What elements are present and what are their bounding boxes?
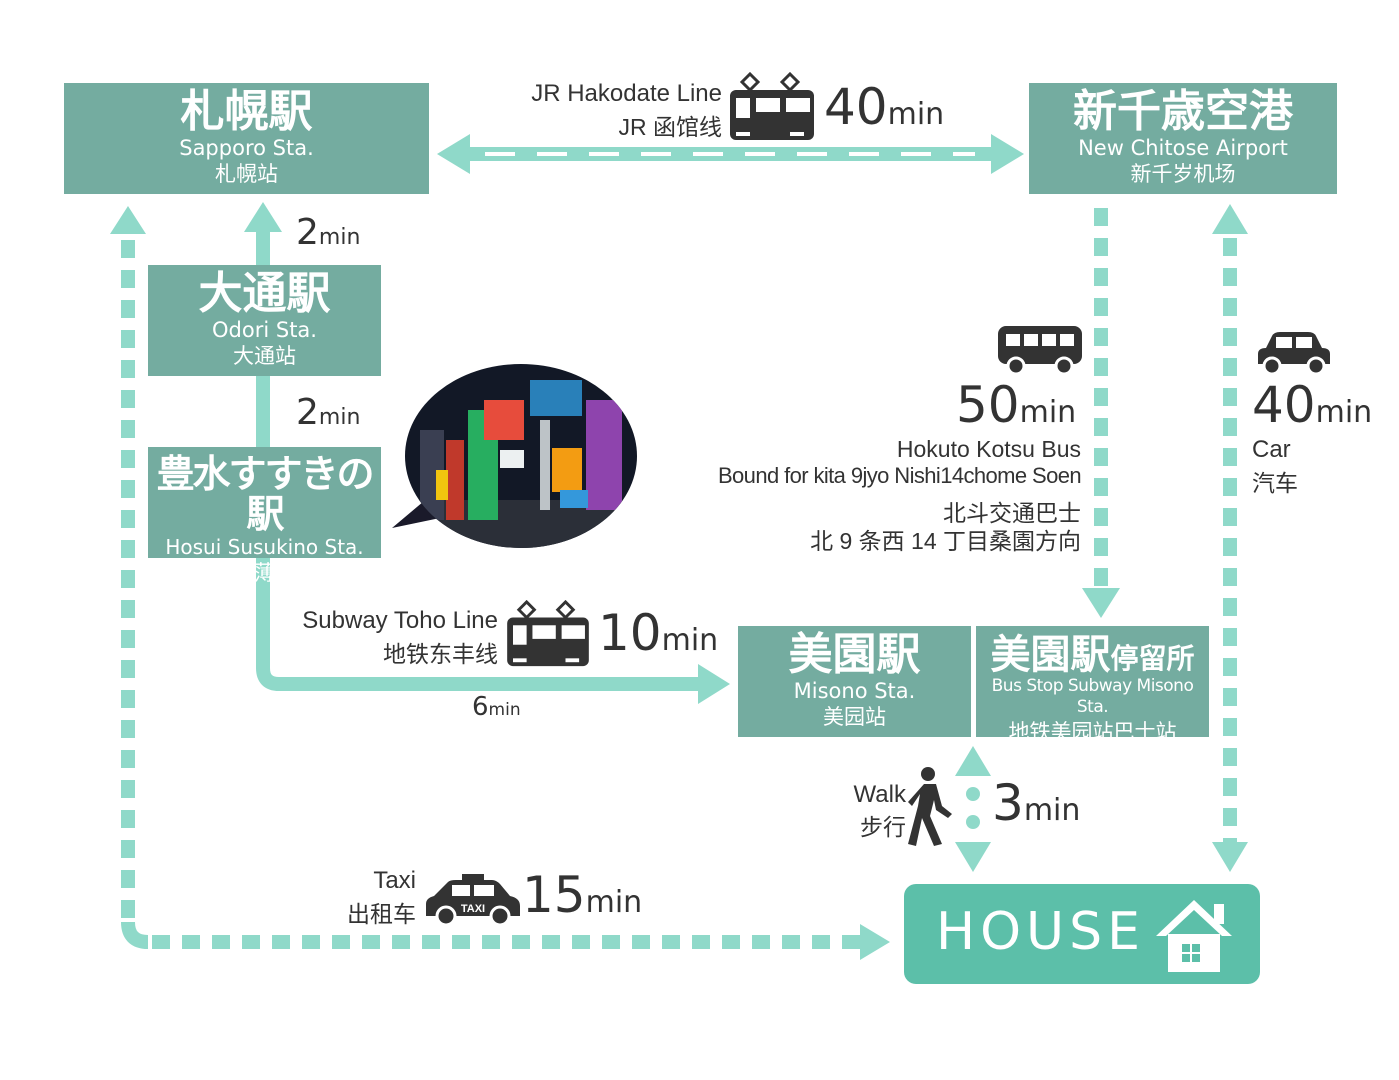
odori-hosui-time-value: 2	[296, 392, 319, 433]
station-name-zh: 地铁美园站巴士站	[1008, 719, 1177, 744]
bus-time-unit: min	[1019, 395, 1077, 430]
walk-label-en: Walk	[853, 781, 906, 808]
house-label: HOUSE	[936, 902, 1145, 962]
house-icon	[1156, 900, 1232, 972]
taxi-label-en: Taxi	[373, 867, 416, 894]
station-misono: 美園駅 Misono Sta. 美园站	[738, 626, 971, 737]
walk-time-value: 3	[992, 774, 1024, 832]
station-name-en: Bus Stop Subway Misono Sta.	[991, 676, 1194, 718]
station-name-zh: 丰水薄野站	[212, 560, 317, 585]
station-name-ja: 豊水すすきの駅	[156, 452, 374, 536]
station-name-ja: 大通駅	[198, 268, 331, 319]
walk-label-zh: 步行	[860, 814, 906, 840]
station-name-zh: 大通站	[233, 344, 296, 369]
jr-line-name-en: JR Hakodate Line	[531, 80, 722, 107]
bus-icon	[998, 326, 1082, 376]
sapporo-odori-time: 2min	[296, 212, 360, 253]
bus-name-en: Hokuto Kotsu Bus	[896, 436, 1081, 462]
taxi-time: 15min	[522, 866, 642, 924]
car-time-unit: min	[1315, 395, 1373, 430]
bus-time: 50min	[956, 376, 1076, 434]
station-name-zh: 新千岁机场	[1130, 162, 1236, 187]
jr-time-value: 40	[824, 78, 888, 136]
station-odori: 大通駅 Odori Sta. 大通站	[148, 265, 381, 376]
car-label-en: Car	[1252, 436, 1291, 463]
subway-time: 10min	[598, 604, 718, 662]
station-name-en: Misono Sta.	[793, 679, 916, 704]
odori-to-sapporo-arrow	[244, 202, 282, 266]
station-name-ja-main: 美園駅	[990, 632, 1111, 678]
train-icon	[507, 600, 589, 667]
station-hosui-susukino: 豊水すすきの駅 Hosui Susukino Sta. 丰水薄野站	[148, 447, 381, 585]
subway-line-name-en: Subway Toho Line	[302, 607, 498, 634]
bus-destination-zh: 北 9 条西 14 丁目桑園方向	[810, 528, 1081, 554]
taxi-label-zh: 出租车	[347, 901, 416, 927]
jr-line-arrow	[437, 134, 1024, 174]
station-name-ja: 札幌駅	[180, 86, 313, 137]
walk-route-arrow	[955, 746, 991, 872]
station-name-ja: 新千歳空港	[1073, 86, 1293, 137]
taxi-sign-text: TAXI	[461, 903, 485, 915]
jr-time: 40min	[824, 78, 944, 136]
station-new-chitose: 新千歳空港 New Chitose Airport 新千岁机场	[1029, 83, 1337, 194]
station-name-ja: 美園駅	[788, 629, 921, 680]
station-sapporo: 札幌駅 Sapporo Sta. 札幌站	[64, 83, 429, 194]
subway-line-name-zh: 地铁东丰线	[383, 641, 498, 667]
walk-time-unit: min	[1023, 793, 1081, 828]
car-time-value: 40	[1252, 376, 1316, 434]
walk-time: 3min	[992, 774, 1080, 832]
train-icon	[730, 72, 814, 140]
station-name-en: Odori Sta.	[212, 318, 317, 343]
jr-line-name-zh: JR 函馆线	[618, 114, 723, 140]
sapporo-odori-time-unit: min	[318, 225, 361, 250]
sapporo-odori-time-value: 2	[296, 212, 319, 253]
walking-person-icon	[908, 767, 952, 846]
station-name-zh: 札幌站	[215, 162, 278, 187]
bus-destination-en: Bound for kita 9jyo Nishi14chome Soen	[717, 463, 1082, 488]
station-misono-bus-stop: 美園駅停留所 Bus Stop Subway Misono Sta. 地铁美园站…	[976, 626, 1209, 744]
car-label-zh: 汽车	[1252, 470, 1298, 496]
bus-time-value: 50	[956, 376, 1020, 434]
station-name-zh: 美园站	[823, 705, 886, 730]
taxi-route-arrow	[110, 206, 890, 960]
car-icon	[1258, 332, 1330, 376]
station-name-ja-suffix: 停留所	[1110, 642, 1195, 675]
street-photo	[392, 364, 637, 548]
subway-line-arrow	[256, 558, 730, 704]
station-name-en: Sapporo Sta.	[179, 136, 314, 161]
taxi-time-unit: min	[585, 885, 643, 920]
jr-time-unit: min	[887, 97, 945, 132]
station-name-en: New Chitose Airport	[1078, 136, 1288, 161]
subway-time-unit: min	[661, 623, 719, 658]
taxi-time-value: 15	[522, 866, 586, 924]
subway-walk-time-value: 6	[472, 692, 489, 722]
station-name-ja: 美園駅停留所	[976, 626, 1209, 676]
car-route-arrow	[1212, 204, 1248, 872]
odori-hosui-connector	[256, 376, 270, 448]
subway-walk-time: 6min	[472, 692, 521, 722]
odori-hosui-time-unit: min	[318, 405, 361, 430]
taxi-icon: TAXI	[426, 874, 520, 927]
subway-walk-time-unit: min	[488, 700, 521, 720]
bus-name-zh: 北斗交通巴士	[943, 500, 1081, 526]
odori-hosui-time: 2min	[296, 392, 360, 433]
car-time: 40min	[1252, 376, 1372, 434]
station-name-en: Hosui Susukino Sta.	[165, 534, 364, 559]
bus-route-arrow	[1082, 208, 1120, 618]
subway-time-value: 10	[598, 604, 662, 662]
house-destination: HOUSE	[904, 884, 1260, 984]
